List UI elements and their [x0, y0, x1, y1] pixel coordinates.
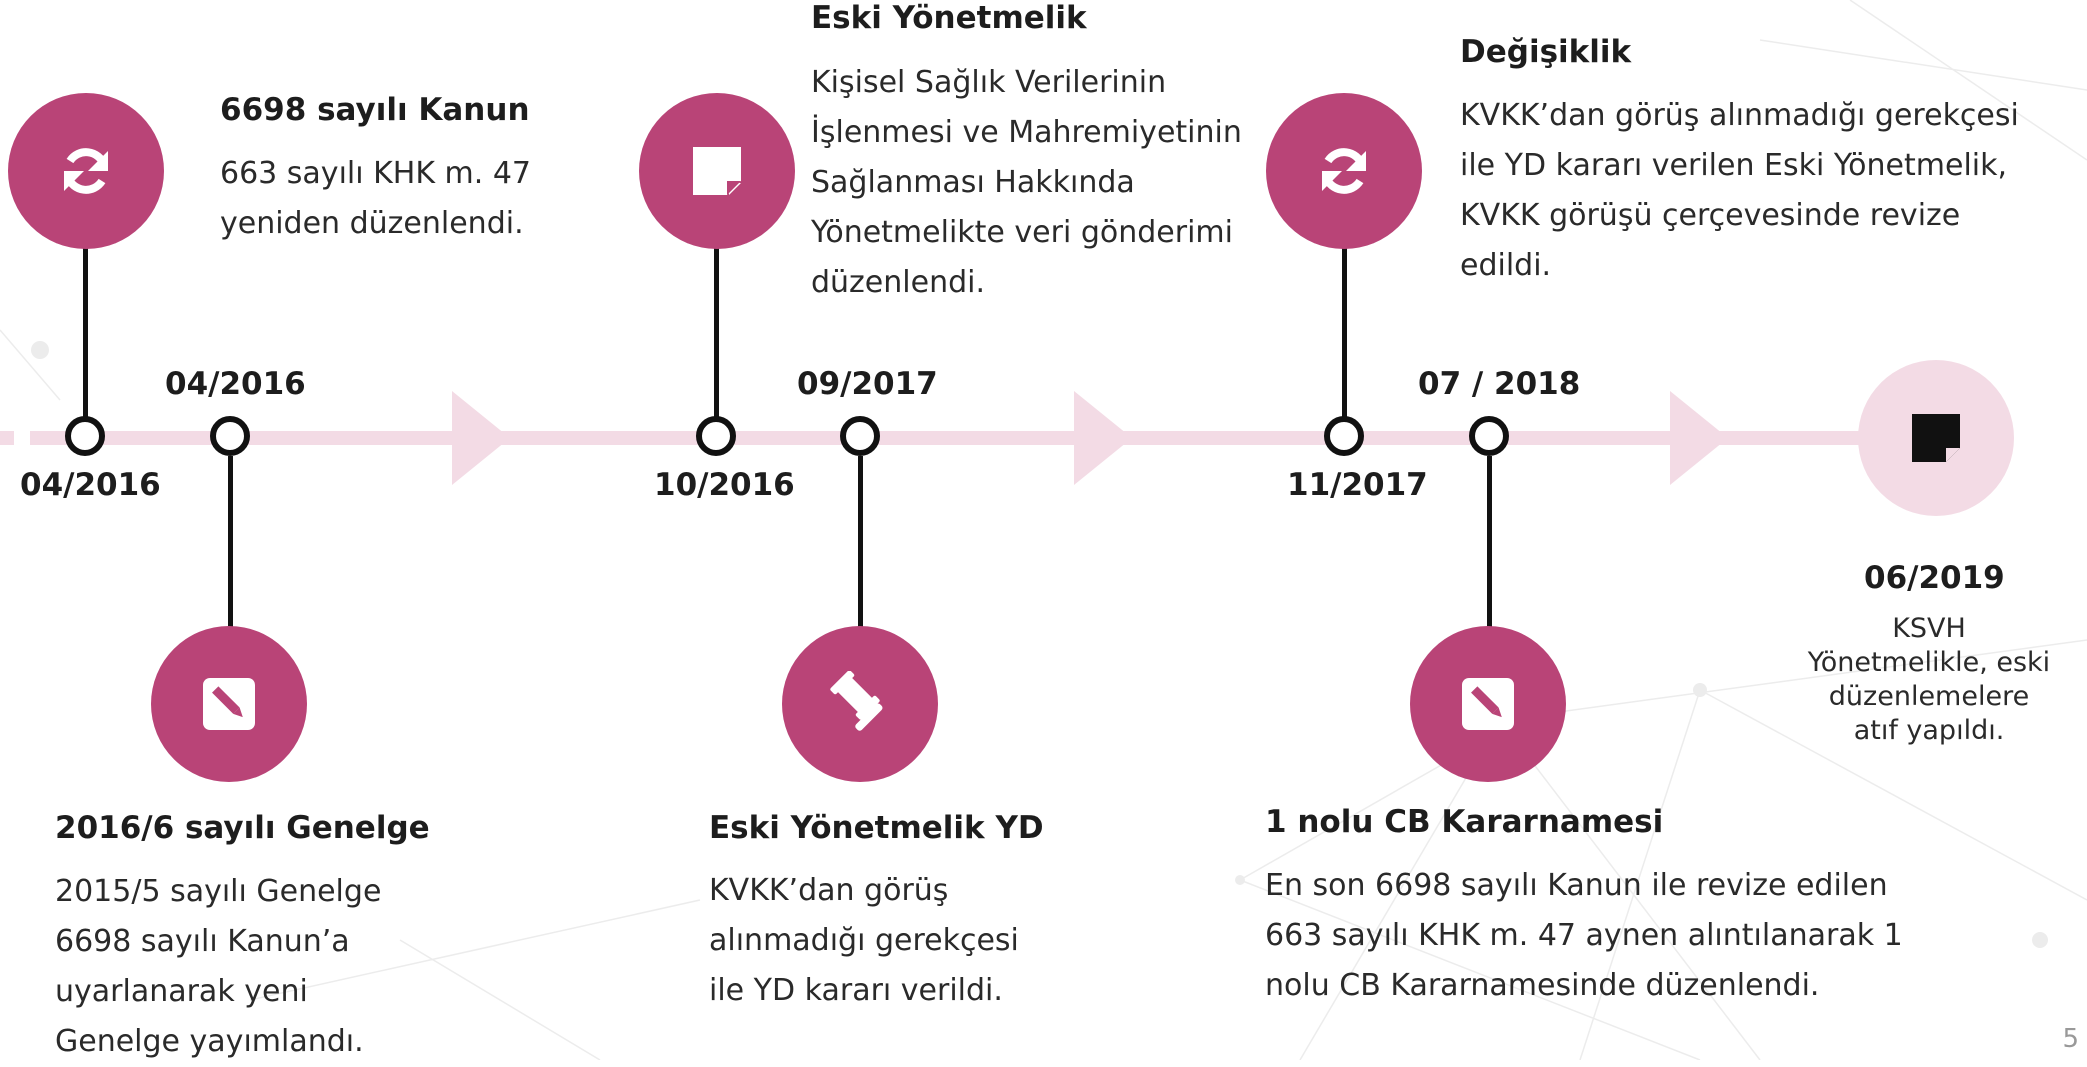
event-icon-circle [1266, 93, 1422, 249]
event-description: En son 6698 sayılı Kanun ile revize edil… [1265, 861, 1903, 1011]
note-icon [693, 147, 741, 195]
timeline-arrow-3 [1670, 391, 1728, 485]
description-line: düzenlendi. [811, 265, 985, 300]
event-title: 6698 sayılı Kanun [220, 92, 530, 128]
description-line: atıf yapıldı. [1853, 715, 2005, 746]
connector-line [1342, 240, 1347, 420]
event-icon-circle [1410, 626, 1566, 782]
description-line: edildi. [1460, 248, 1552, 283]
event-title: Eski Yönetmelik [811, 0, 1087, 36]
timeline-arrow-1 [452, 391, 510, 485]
description-line: düzenlemelere [1828, 681, 2030, 712]
description-line: ile YD kararı verilen Eski Yönetmelik, [1460, 148, 2008, 183]
description-line: uyarlanarak yeni [55, 974, 308, 1009]
edit-icon [1462, 678, 1514, 730]
timeline-node [696, 416, 736, 456]
refresh-icon [1322, 148, 1366, 194]
event-title: Değişiklik [1460, 34, 1632, 70]
connector-line [858, 456, 863, 636]
event-date: 09/2017 [797, 366, 938, 402]
page-number: 5 [2062, 1024, 2079, 1054]
event-date: 04/2016 [165, 366, 306, 402]
description-line: 6698 sayılı Kanun’a [55, 924, 350, 959]
timeline-node [1324, 416, 1364, 456]
timeline-node [840, 416, 880, 456]
description-line: 663 sayılı KHK m. 47 [220, 156, 532, 191]
event-description: Kişisel Sağlık Verilerinin İşlenmesi ve … [811, 58, 1242, 308]
description-line: İşlenmesi ve Mahremiyetinin [811, 115, 1242, 150]
description-line: KVKK görüşü çerçevesinde revize [1460, 198, 1961, 233]
description-line: yeniden düzenlendi. [220, 206, 524, 241]
event-title: Eski Yönetmelik YD [709, 810, 1044, 846]
event-date: 10/2016 [654, 467, 795, 503]
connector-line [1487, 456, 1492, 636]
timeline-node [210, 416, 250, 456]
description-line: nolu CB Kararnamesinde düzenlendi. [1265, 968, 1820, 1003]
description-line: 2015/5 sayılı Genelge [55, 874, 382, 909]
event-description: KVKK’dan görüş alınmadığı gerekçesi ile … [1460, 91, 2019, 291]
event-icon-circle [639, 93, 795, 249]
description-line: alınmadığı gerekçesi [709, 923, 1019, 958]
description-line: Genelge yayımlandı. [55, 1024, 364, 1059]
timeline-track-start [0, 431, 14, 445]
description-line: KSVH [1892, 613, 1966, 644]
timeline-track [30, 431, 1890, 445]
event-description: 2015/5 sayılı Genelge 6698 sayılı Kanun’… [55, 867, 381, 1067]
event-icon-circle [782, 626, 938, 782]
event-title: 1 nolu CB Kararnamesi [1265, 804, 1664, 840]
event-icon-circle [1858, 360, 2014, 516]
description-line: 663 sayılı KHK m. 47 aynen alıntılanarak… [1265, 918, 1903, 953]
event-description: 663 sayılı KHK m. 47 yeniden düzenlendi. [220, 149, 531, 249]
description-line: Kişisel Sağlık Verilerinin [811, 65, 1167, 100]
connector-line [228, 456, 233, 636]
gavel-icon [830, 671, 883, 731]
event-date: 11/2017 [1287, 467, 1428, 503]
event-description: KVKK’dan görüş alınmadığı gerekçesi ile … [709, 866, 1019, 1016]
event-icon-circle [151, 626, 307, 782]
connector-line [83, 240, 88, 420]
event-date: 06/2019 [1864, 560, 2005, 596]
description-line: Yönetmelikte veri gönderimi [811, 215, 1233, 250]
refresh-icon [64, 148, 108, 194]
description-line: Sağlanması Hakkında [811, 165, 1135, 200]
timeline-node [65, 416, 105, 456]
event-date: 07 / 2018 [1418, 366, 1581, 402]
description-line: KVKK’dan görüş alınmadığı gerekçesi [1460, 98, 2019, 133]
description-line: ile YD kararı verildi. [709, 973, 1003, 1008]
event-date: 04/2016 [20, 467, 161, 503]
event-description: KSVH Yönetmelikle, eski düzenlemelere at… [1779, 612, 2079, 748]
description-line: KVKK’dan görüş [709, 873, 949, 908]
event-title: 2016/6 sayılı Genelge [55, 810, 430, 846]
connector-line [714, 240, 719, 420]
description-line: Yönetmelikle, eski [1807, 647, 2051, 678]
timeline-node [1469, 416, 1509, 456]
event-icon-circle [8, 93, 164, 249]
note-icon [1912, 414, 1960, 462]
timeline-arrow-2 [1074, 391, 1132, 485]
description-line: En son 6698 sayılı Kanun ile revize edil… [1265, 868, 1888, 903]
edit-icon [203, 678, 255, 730]
